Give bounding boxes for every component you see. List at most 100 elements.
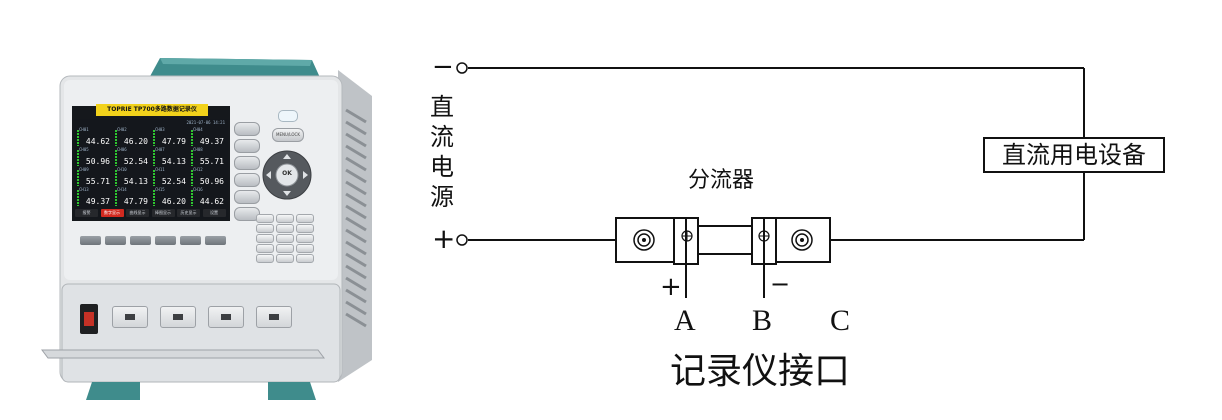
channel-value: 49.37 [199,137,224,146]
keypad-key[interactable] [256,214,274,223]
channel-level-bar [191,130,193,146]
keypad-key[interactable] [276,244,294,253]
keypad-key[interactable] [276,224,294,233]
indicator-light [278,110,298,122]
channel-level-bar [115,150,117,166]
channel-label: CH14 [117,187,127,192]
front-button[interactable] [180,236,201,245]
terminal-c-label: C [830,304,851,337]
keypad-key[interactable] [296,214,314,223]
signal-port[interactable] [160,306,196,328]
softkey[interactable]: 曲线显示 [126,209,149,217]
keypad-key[interactable] [256,234,274,243]
channel-label: CH06 [117,147,127,152]
menu-lock-label: MENU/LOCK [276,132,300,137]
keypad-key[interactable] [276,234,294,243]
channel-level-bar [191,170,193,186]
channel-level-bar [77,150,79,166]
keypad-key[interactable] [296,234,314,243]
side-button[interactable] [234,139,260,153]
channel-cell: CH05 50.96 [77,147,112,167]
side-button[interactable] [234,122,260,136]
channel-level-bar [115,170,117,186]
channel-label: CH13 [79,187,89,192]
channel-value: 52.54 [123,157,148,166]
keypad-key[interactable] [256,244,274,253]
channel-cell: CH09 55.71 [77,167,112,187]
channel-cell: CH02 46.20 [115,127,150,147]
channel-label: CH02 [117,127,127,132]
keypad-key[interactable] [296,254,314,263]
channel-value: 54.13 [161,157,186,166]
softkey[interactable]: 设置 [202,209,226,217]
softkey[interactable]: 棒图显示 [151,209,175,217]
channel-cell: CH12 50.96 [191,167,226,187]
channel-value: 46.20 [123,137,148,146]
channel-label: CH01 [79,127,89,132]
recorder-device: TOPRIE TP700多路数据记录仪 2021-07-06 14:21 CH0… [0,0,400,420]
shunt-minus-label: − [770,270,791,298]
dc-source-char: 流 [430,123,454,151]
softkey[interactable]: 数字显示 [100,209,124,217]
channel-value: 44.62 [85,137,110,146]
channel-level-bar [77,130,79,146]
dc-source-label: 直 流 电 源 [430,92,454,212]
signal-port[interactable] [208,306,244,328]
front-button[interactable] [205,236,226,245]
channel-label: CH05 [79,147,89,152]
nav-ok-label: OK [282,170,292,177]
keypad-key[interactable] [256,254,274,263]
front-button[interactable] [130,236,151,245]
channel-value: 50.96 [85,157,110,166]
dc-device-box [983,137,1165,173]
shunt [615,217,831,265]
channel-cell: CH08 55.71 [191,147,226,167]
signal-port[interactable] [112,306,148,328]
terminal-minus-label: − [432,52,454,82]
screen-topbar: 2021-07-06 14:21 [186,120,225,125]
brand-label: TOPRIE TP700多路数据记录仪 [96,104,208,116]
channel-level-bar [191,150,193,166]
front-button[interactable] [105,236,126,245]
channel-cell: CH10 54.13 [115,167,150,187]
front-button[interactable] [155,236,176,245]
terminal-plus-circle [456,234,468,246]
keypad-key[interactable] [296,224,314,233]
menu-lock-button[interactable]: MENU/LOCK [272,128,304,142]
keypad-key[interactable] [276,214,294,223]
channel-cell: CH06 52.54 [115,147,150,167]
softkey[interactable]: 历史显示 [177,209,200,217]
side-button[interactable] [234,156,260,170]
channel-level-bar [77,170,79,186]
softkey[interactable]: 报警 [75,209,98,217]
keypad-key[interactable] [296,244,314,253]
keypad-key[interactable] [256,224,274,233]
shunt-label: 分流器 [688,168,755,193]
channel-label: CH16 [193,187,203,192]
nav-pad[interactable] [262,150,312,200]
channel-label: CH12 [193,167,203,172]
channel-value: 55.71 [85,177,110,186]
channel-label: CH09 [79,167,89,172]
dc-source-char: 直 [430,93,454,121]
channel-value: 50.96 [199,177,224,186]
keypad-key[interactable] [276,254,294,263]
dc-source-char: 电 [430,153,454,181]
channel-label: CH10 [117,167,127,172]
channel-label: CH03 [155,127,165,132]
signal-port[interactable] [256,306,292,328]
channel-value: 54.13 [123,177,148,186]
front-button[interactable] [80,236,101,245]
channel-label: CH08 [193,147,203,152]
side-button[interactable] [234,190,260,204]
channel-value: 55.71 [199,157,224,166]
side-button[interactable] [234,173,260,187]
terminal-minus-circle [456,62,468,74]
